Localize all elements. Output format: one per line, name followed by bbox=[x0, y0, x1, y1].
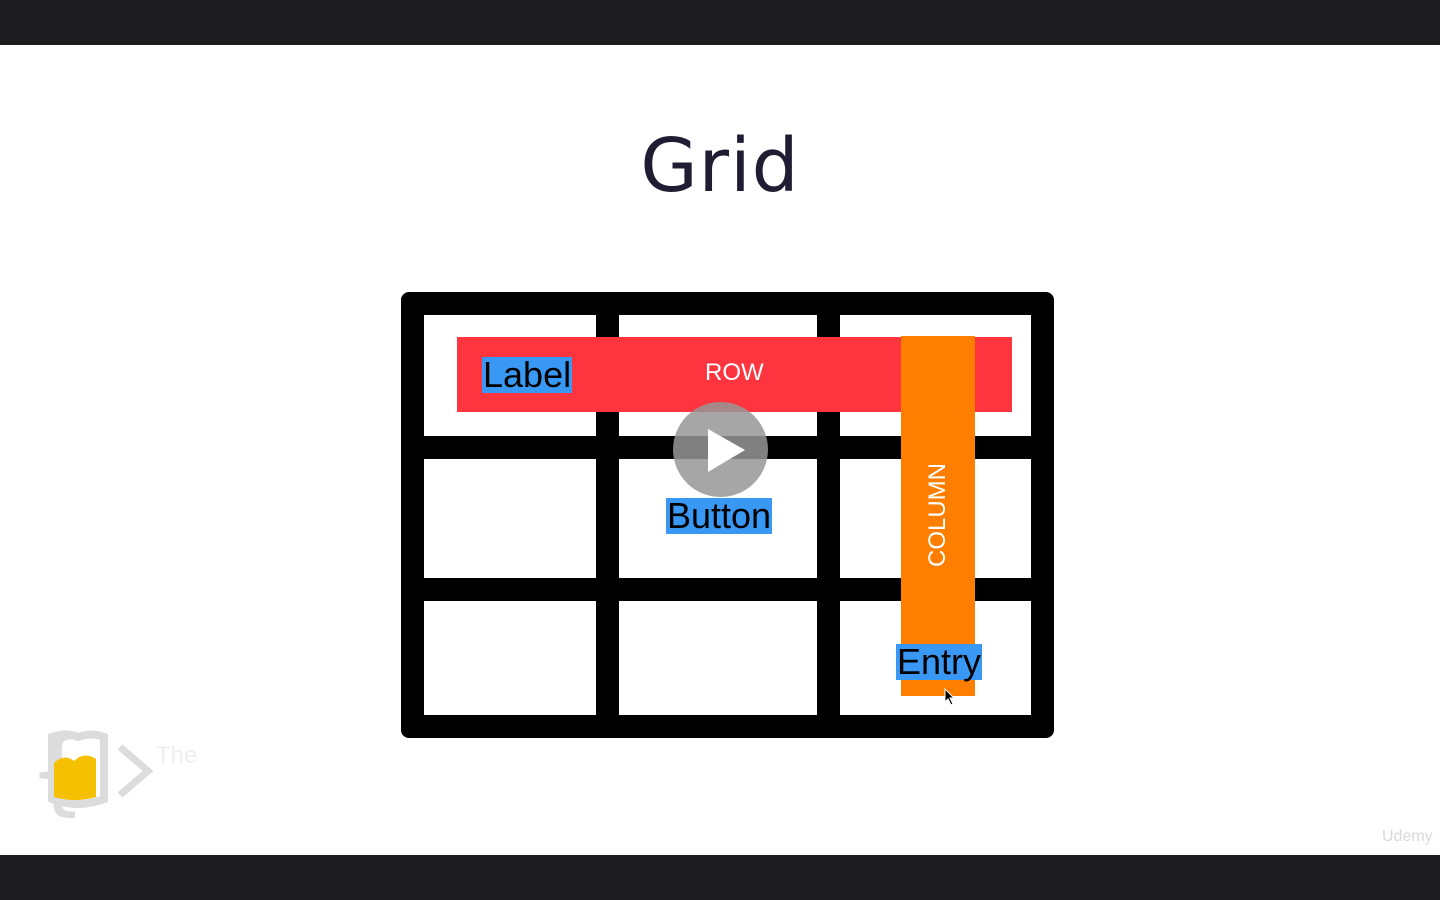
grid-cell bbox=[619, 601, 817, 715]
video-letterbox-bottom bbox=[0, 855, 1440, 900]
row-label: ROW bbox=[705, 359, 764, 386]
play-button[interactable] bbox=[673, 402, 768, 497]
button-widget: Button bbox=[666, 495, 773, 536]
entry-widget: Entry bbox=[896, 641, 983, 682]
label-widget: Label bbox=[482, 354, 573, 395]
mouse-cursor-icon bbox=[944, 687, 956, 711]
slide-title: Grid bbox=[640, 123, 800, 209]
video-slide[interactable]: Grid ROW COLUMN Label Button Entry { The… bbox=[0, 45, 1440, 855]
column-label: COLUMN bbox=[924, 462, 951, 568]
udemy-watermark: Udemy bbox=[1382, 828, 1433, 845]
play-icon bbox=[708, 429, 745, 472]
column-highlight bbox=[901, 336, 975, 696]
grid-cell bbox=[424, 459, 596, 578]
video-letterbox-top bbox=[0, 0, 1440, 45]
grid-cell bbox=[424, 601, 596, 715]
app-brewery-logo-icon: { bbox=[28, 718, 154, 825]
logo-watermark-text: The bbox=[156, 742, 198, 769]
